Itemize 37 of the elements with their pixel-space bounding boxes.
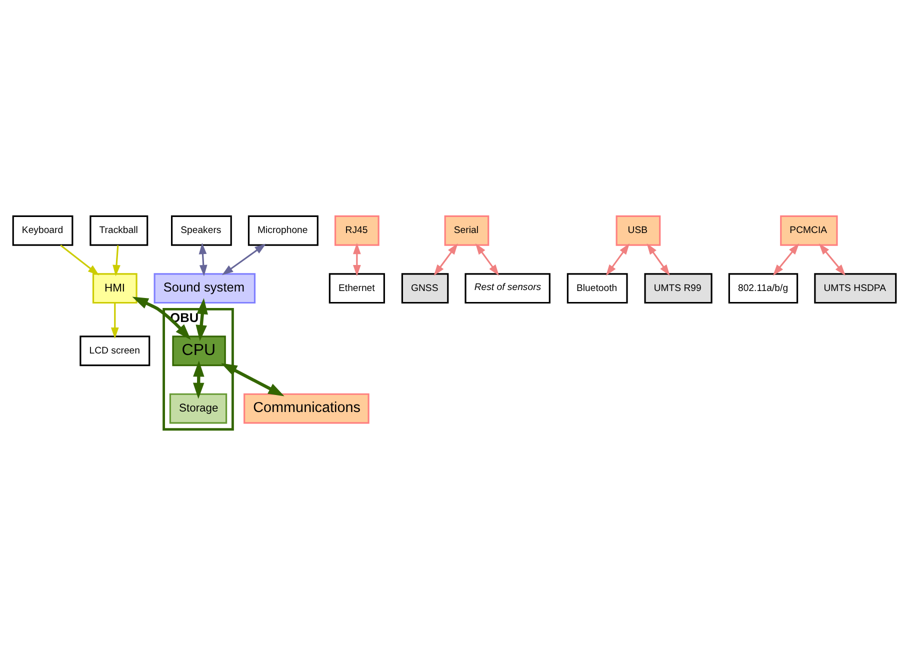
arrow [434,242,458,276]
node-box: Ethernet [328,272,385,304]
arrow [192,360,204,398]
node-box: HMI [92,272,138,304]
arrow [772,242,800,276]
arrow [646,242,670,276]
node-box: CPU [172,335,226,366]
arrow [198,242,208,276]
node-box: Bluetooth [566,272,628,304]
arrow [221,362,284,396]
arrow [222,243,266,275]
arrow [112,244,120,276]
node-box: Communications [244,392,370,424]
arrow [352,242,361,276]
node-box: Trackball [90,214,148,246]
node-box: Rest of sensors [464,272,550,304]
node-box: Storage [169,392,228,424]
node-box: UMTS R99 [644,272,712,304]
node-box: Keyboard [12,214,74,246]
node-box: RJ45 [334,214,380,246]
arrow [110,302,119,338]
node-box: 802.11a/b/g [728,272,798,304]
arrow [132,296,191,340]
arrow [196,298,208,341]
node-box: Microphone [248,214,318,246]
node-box: Sound system [154,272,256,304]
node-box: PCMCIA [780,214,838,246]
node-box: UMTS HSDPA [814,272,897,304]
node-box: LCD screen [80,335,150,366]
node-box: USB [616,214,661,246]
node-box: Serial [444,214,490,246]
arrow [818,242,846,276]
node-box: GNSS [401,272,449,304]
arrow [606,242,630,276]
arrow [60,244,100,275]
node-box: Speakers [171,214,232,246]
arrow [475,242,500,276]
